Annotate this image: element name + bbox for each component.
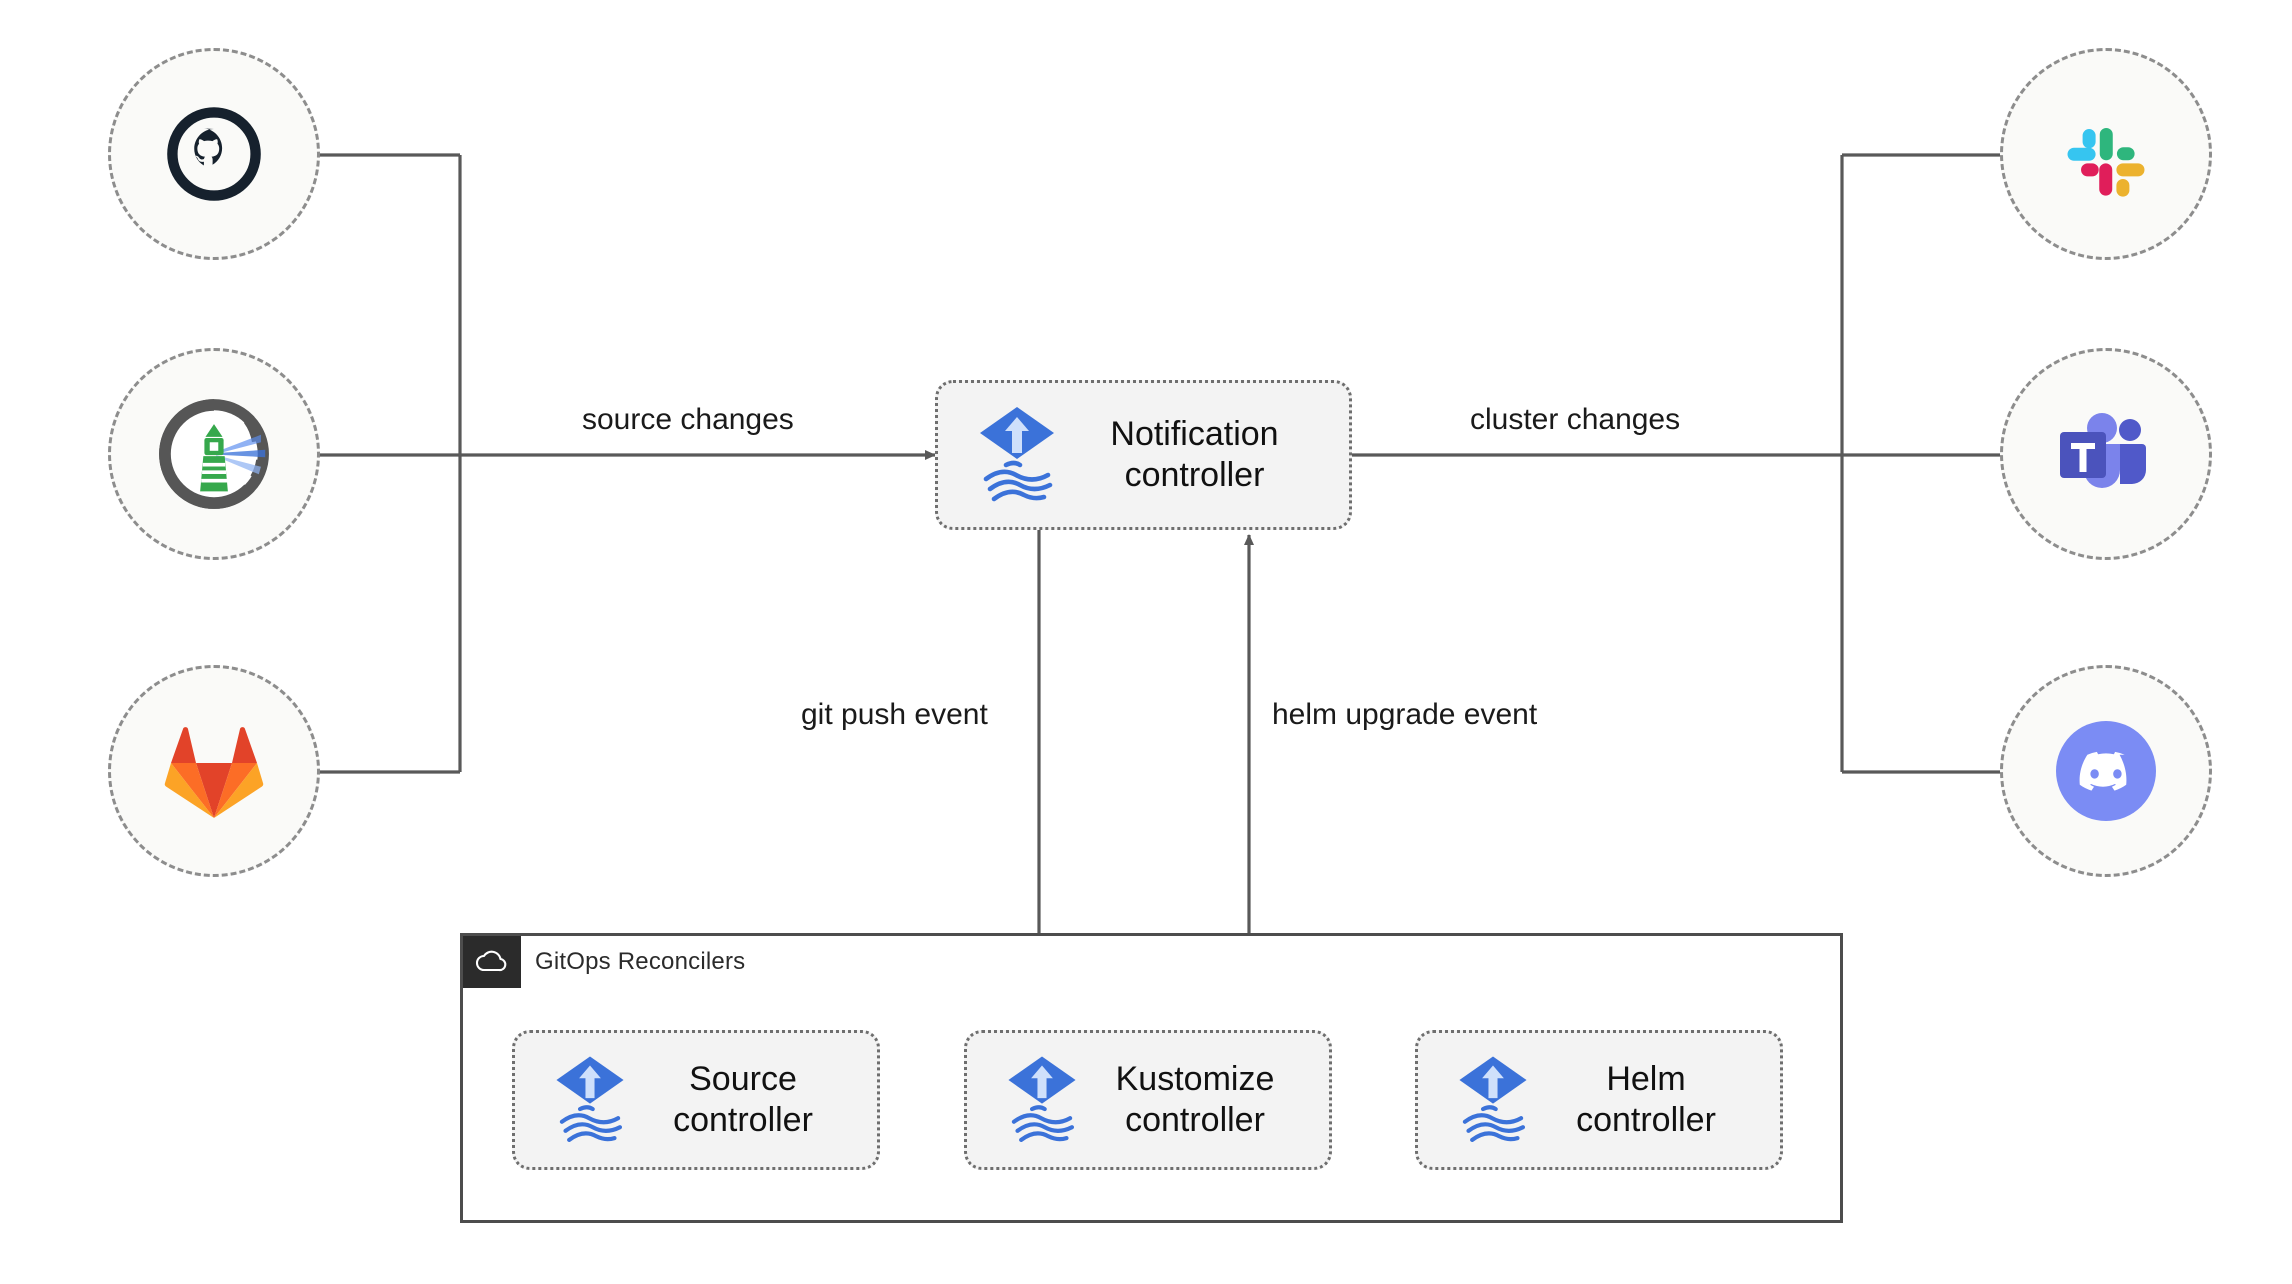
flux-logo-icon — [556, 1056, 624, 1142]
helm-controller-card[interactable]: Helm controller — [1415, 1030, 1783, 1170]
helm-controller-label: Helm controller — [1576, 1059, 1716, 1139]
source-controller-label: Source controller — [673, 1059, 813, 1139]
github-icon — [167, 107, 261, 201]
edge-label-source-changes: source changes — [582, 403, 794, 436]
flux-logo-icon — [1008, 1056, 1076, 1142]
destination-node-discord[interactable] — [2000, 665, 2212, 877]
kustomize-controller-card[interactable]: Kustomize controller — [964, 1030, 1332, 1170]
kustomize-controller-label: Kustomize controller — [1115, 1059, 1275, 1139]
source-node-github[interactable] — [108, 48, 320, 260]
slack-icon — [2067, 128, 2145, 197]
microsoft-teams-icon — [2060, 413, 2146, 488]
cloud-icon — [475, 950, 507, 972]
flux-logo-icon — [980, 407, 1054, 502]
discord-icon — [2056, 721, 2156, 821]
destination-node-teams[interactable] — [2000, 348, 2212, 560]
edge-label-cluster-changes: cluster changes — [1470, 403, 1681, 436]
edge-label-git-push-event: git push event — [801, 698, 988, 731]
cloud-icon-badge — [463, 936, 521, 988]
gitops-reconcilers-title: GitOps Reconcilers — [535, 948, 746, 975]
source-node-gitlab[interactable] — [108, 665, 320, 877]
notification-controller-label: Notification controller — [1110, 414, 1279, 494]
source-controller-card[interactable]: Source controller — [512, 1030, 880, 1170]
notification-controller-card[interactable]: Notification controller — [935, 380, 1352, 530]
source-node-flux[interactable] — [108, 348, 320, 560]
flux-lighthouse-icon — [159, 399, 269, 509]
edge-label-helm-upgrade-event: helm upgrade event — [1272, 698, 1538, 731]
gitlab-icon — [164, 727, 264, 818]
flux-logo-icon — [1459, 1056, 1527, 1142]
destination-node-slack[interactable] — [2000, 48, 2212, 260]
